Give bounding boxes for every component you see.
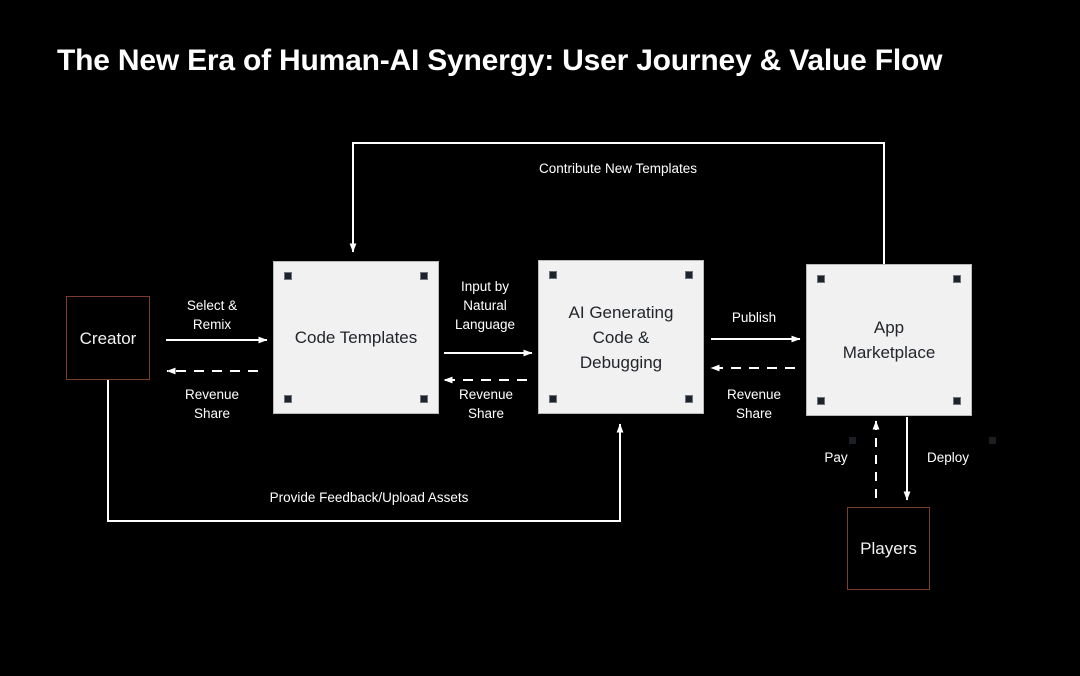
resize-handle-top-left[interactable] <box>817 275 825 283</box>
resize-handle-bottom-right[interactable] <box>953 397 961 405</box>
resize-handle-top-right[interactable] <box>420 272 428 280</box>
resize-handle-top-right[interactable] <box>685 271 693 279</box>
edge-label-revenue-share-1: Revenue Share <box>184 387 240 421</box>
node-players-label: Players <box>860 539 917 558</box>
edge-label-deploy: Deploy <box>926 450 970 465</box>
resize-handle-bottom-right[interactable] <box>420 395 428 403</box>
resize-handle-top-left[interactable] <box>284 272 292 280</box>
resize-handle-top-left[interactable] <box>549 271 557 279</box>
node-app-marketplace-label: App Marketplace <box>842 318 936 362</box>
edge-label-select-remix: Select & Remix <box>186 298 238 332</box>
edge-label-feedback: Provide Feedback/Upload Assets <box>269 490 469 505</box>
edge-label-contribute: Contribute New Templates <box>538 161 698 176</box>
node-creator[interactable]: Creator <box>66 296 150 380</box>
node-app-marketplace[interactable]: App Marketplace <box>806 264 972 416</box>
artifact-dot <box>989 437 996 444</box>
node-ai-generating-label: AI Generating Code & Debugging <box>568 302 674 372</box>
artifact-dot <box>849 437 856 444</box>
resize-handle-bottom-right[interactable] <box>685 395 693 403</box>
page-title: The New Era of Human-AI Synergy: User Jo… <box>57 44 943 77</box>
node-creator-label: Creator <box>79 328 137 348</box>
edge-label-revenue-share-3: Revenue Share <box>726 387 782 421</box>
edge-label-pay: Pay <box>824 450 848 465</box>
resize-handle-bottom-left[interactable] <box>549 395 557 403</box>
node-players[interactable]: Players <box>847 507 930 590</box>
edge-label-publish: Publish <box>731 310 777 325</box>
edge-label-revenue-share-2: Revenue Share <box>458 387 514 421</box>
node-ai-generating[interactable]: AI Generating Code & Debugging <box>538 260 704 414</box>
edge-label-input-natural-language: Input by Natural Language <box>454 279 516 332</box>
node-code-templates[interactable]: Code Templates <box>273 261 439 414</box>
resize-handle-top-right[interactable] <box>953 275 961 283</box>
resize-handle-bottom-left[interactable] <box>817 397 825 405</box>
resize-handle-bottom-left[interactable] <box>284 395 292 403</box>
node-code-templates-label: Code Templates <box>294 328 418 347</box>
